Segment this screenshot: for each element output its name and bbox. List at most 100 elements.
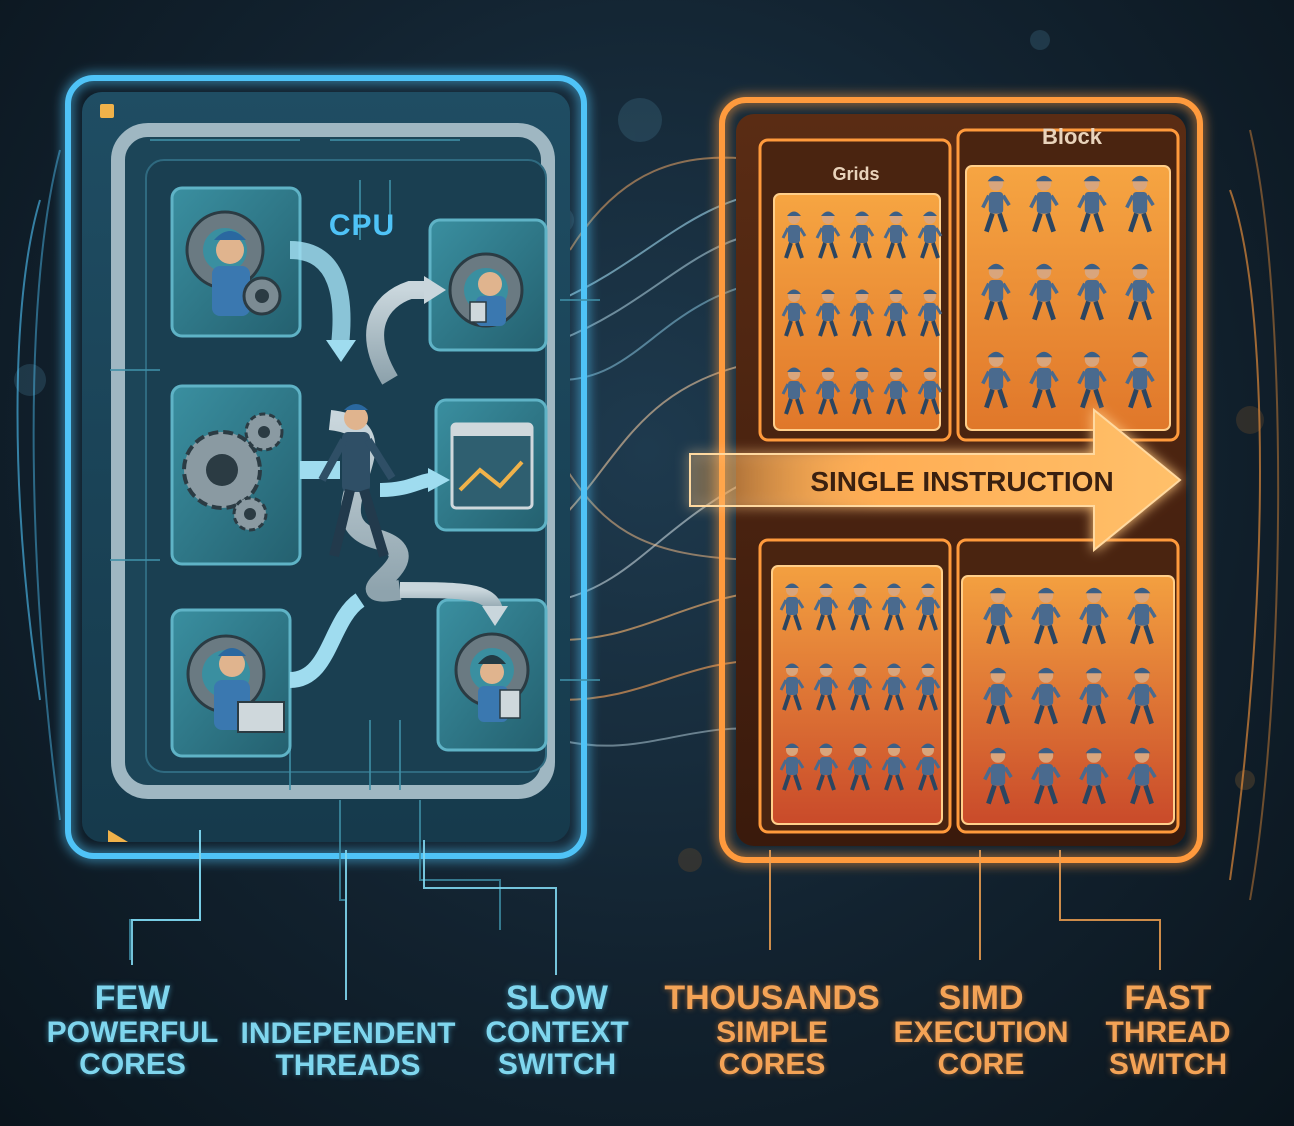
label-independent-threads: INDEPENDENT THREADS: [236, 1017, 460, 1083]
label-line: POWERFUL: [46, 1015, 219, 1049]
label-few-powerful-cores: FEW POWERFUL CORES: [30, 980, 235, 1082]
walking-thread-icon: [815, 289, 841, 337]
walking-thread-icon: [1077, 175, 1107, 233]
walking-thread-icon: [983, 667, 1013, 725]
walking-thread-icon: [981, 175, 1011, 233]
cpu-title: CPU: [329, 209, 395, 242]
walking-thread-icon: [1079, 587, 1109, 645]
thread-block-grid-bottom-left: [771, 565, 943, 825]
worker-with-tablet-icon: [448, 252, 524, 328]
label-line: CORES: [79, 1048, 186, 1082]
walking-thread-icon: [813, 583, 839, 631]
walking-thread-icon: [917, 211, 943, 259]
walking-thread-icon: [881, 583, 907, 631]
walking-worker-icon: [318, 404, 396, 558]
walking-thread-icon: [1077, 263, 1107, 321]
thread-workers-br: [983, 587, 1157, 805]
cpu-core-tile-6: [436, 598, 548, 752]
walking-thread-icon: [1125, 263, 1155, 321]
label-line: SIMD: [938, 979, 1024, 1017]
walking-thread-icon: [881, 663, 907, 711]
walking-thread-icon: [1127, 747, 1157, 805]
walking-thread-icon: [1029, 263, 1059, 321]
walking-thread-icon: [1127, 587, 1157, 645]
walking-thread-icon: [781, 367, 807, 415]
cpu-core-tile-2: [428, 218, 548, 352]
label-line: FAST: [1124, 979, 1212, 1017]
walking-thread-icon: [815, 211, 841, 259]
cpu-leader-lines: [131, 830, 557, 1000]
label-line: SWITCH: [1108, 1048, 1228, 1082]
cpu-core-tile-5: [170, 608, 292, 758]
cpu-core-tile-3: [170, 384, 302, 566]
thread-paths: [289, 241, 508, 688]
label-line: CORES: [718, 1048, 826, 1082]
walking-thread-icon: [917, 367, 943, 415]
label-slow-context-switch: SLOW CONTEXT SWITCH: [470, 980, 644, 1082]
gpu-circuit-traces: [769, 850, 1161, 970]
label-line: CONTEXT: [485, 1015, 629, 1049]
walking-thread-icon: [883, 367, 909, 415]
label-line: FEW: [94, 979, 171, 1017]
thread-workers-bl: [779, 583, 941, 791]
thread-block-bottom-right: [961, 575, 1175, 825]
walking-thread-icon: [813, 663, 839, 711]
walking-thread-icon: [847, 583, 873, 631]
walking-thread-icon: [847, 663, 873, 711]
walking-thread-icon: [849, 289, 875, 337]
label-line: THREADS: [275, 1049, 421, 1083]
thread-block-top-right: [965, 165, 1171, 431]
walking-thread-icon: [1031, 747, 1061, 805]
walking-thread-icon: [779, 583, 805, 631]
single-instruction-label: SINGLE INSTRUCTION: [810, 466, 1113, 497]
label-line: THOUSANDS: [664, 979, 880, 1017]
thread-workers-tr: [981, 175, 1155, 409]
worker-with-gear-icon: [185, 210, 282, 316]
browser-window-icon: [450, 422, 534, 510]
cpu-core-tile-1: [170, 186, 302, 338]
walking-thread-icon: [1079, 667, 1109, 725]
walking-thread-icon: [1079, 747, 1109, 805]
walking-thread-icon: [981, 263, 1011, 321]
walking-thread-icon: [917, 289, 943, 337]
walking-thread-icon: [983, 747, 1013, 805]
block-label: Block: [1042, 124, 1103, 149]
thread-workers-tl: [781, 211, 943, 415]
walking-thread-icon: [1125, 351, 1155, 409]
walking-thread-icon: [915, 583, 941, 631]
label-thousands-simple-cores: THOUSANDS SIMPLE CORES: [660, 980, 884, 1082]
label-line: SWITCH: [497, 1048, 617, 1082]
thread-block-grid-top-left: [773, 193, 943, 431]
single-instruction-arrow: SINGLE INSTRUCTION: [689, 407, 1182, 553]
walking-thread-icon: [781, 211, 807, 259]
label-line: SIMPLE: [716, 1015, 828, 1049]
label-line: CORE: [937, 1048, 1025, 1082]
walking-thread-icon: [883, 289, 909, 337]
walking-thread-icon: [781, 289, 807, 337]
walking-thread-icon: [779, 743, 805, 791]
grids-label: Grids: [832, 164, 879, 184]
walking-thread-icon: [847, 743, 873, 791]
label-line: INDEPENDENT: [240, 1017, 456, 1050]
walking-thread-icon: [883, 211, 909, 259]
label-line: SLOW: [506, 979, 608, 1017]
walking-thread-icon: [1029, 351, 1059, 409]
walking-thread-icon: [815, 367, 841, 415]
walking-thread-icon: [881, 743, 907, 791]
label-fast-thread-switch: FAST THREAD SWITCH: [1090, 980, 1246, 1082]
walking-thread-icon: [981, 351, 1011, 409]
gpu-chip: Grids Block SINGLE INSTRUCTION: [689, 97, 1203, 970]
walking-thread-icon: [849, 367, 875, 415]
label-line: EXECUTION: [893, 1015, 1069, 1049]
walking-thread-icon: [915, 663, 941, 711]
walking-thread-icon: [983, 587, 1013, 645]
walking-thread-icon: [1031, 587, 1061, 645]
walking-thread-icon: [849, 211, 875, 259]
walking-thread-icon: [813, 743, 839, 791]
label-line: THREAD: [1105, 1015, 1231, 1049]
gears-icon: [182, 412, 284, 532]
worker-with-document-icon: [454, 632, 530, 722]
cpu-chip: CPU: [65, 75, 600, 960]
walking-thread-icon: [1029, 175, 1059, 233]
